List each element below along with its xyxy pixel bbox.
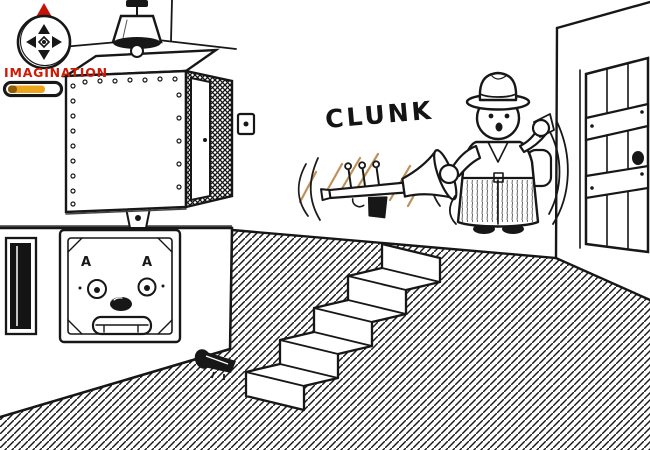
- lamp-bulb: [130, 44, 144, 58]
- left-arm: [450, 144, 482, 178]
- door-cross-board-top: [584, 102, 650, 142]
- character-mouth: [495, 122, 503, 132]
- right-hand: [531, 118, 551, 138]
- red-triangle-marker: [36, 3, 52, 17]
- door-knob[interactable]: [632, 151, 644, 165]
- door-cross-board-bottom: [584, 164, 650, 200]
- metal-safe[interactable]: [61, 48, 234, 215]
- safe-rivets: [70, 76, 182, 207]
- left-dark-doorway[interactable]: [4, 236, 38, 336]
- face-crate[interactable]: A A: [58, 228, 182, 344]
- small-horn-on-floor[interactable]: [192, 347, 236, 380]
- nav-left-icon[interactable]: [26, 36, 36, 48]
- left-hand: [438, 163, 460, 185]
- ceiling-lamp[interactable]: [111, 0, 163, 58]
- imagination-meter: [2, 80, 64, 98]
- thrown-trumpet[interactable]: [318, 146, 462, 225]
- compass-nav[interactable]: [16, 14, 72, 70]
- nav-down-icon[interactable]: [38, 50, 50, 60]
- crate-mark-left: A: [81, 255, 91, 270]
- detective-character[interactable]: [438, 71, 569, 234]
- nav-up-icon[interactable]: [38, 24, 50, 34]
- crate-mark-right: A: [142, 255, 152, 270]
- nav-center-diamond: [37, 35, 51, 49]
- meter-fill-bar: [8, 85, 45, 93]
- character-motion-swirls: [448, 121, 569, 225]
- trumpet-grip: [367, 196, 388, 219]
- meter-fill-cap: [8, 85, 17, 93]
- nav-right-icon[interactable]: [52, 36, 62, 48]
- fedora-crown: [478, 71, 518, 102]
- staircase[interactable]: [244, 242, 442, 412]
- stat-label: IMAGINATION: [4, 65, 108, 80]
- hud: IMAGINATION: [2, 3, 108, 98]
- wooden-plank-door[interactable]: [579, 56, 650, 254]
- crate-nose: [110, 297, 132, 311]
- platform-edge: [0, 226, 234, 419]
- light-switch[interactable]: [236, 112, 256, 136]
